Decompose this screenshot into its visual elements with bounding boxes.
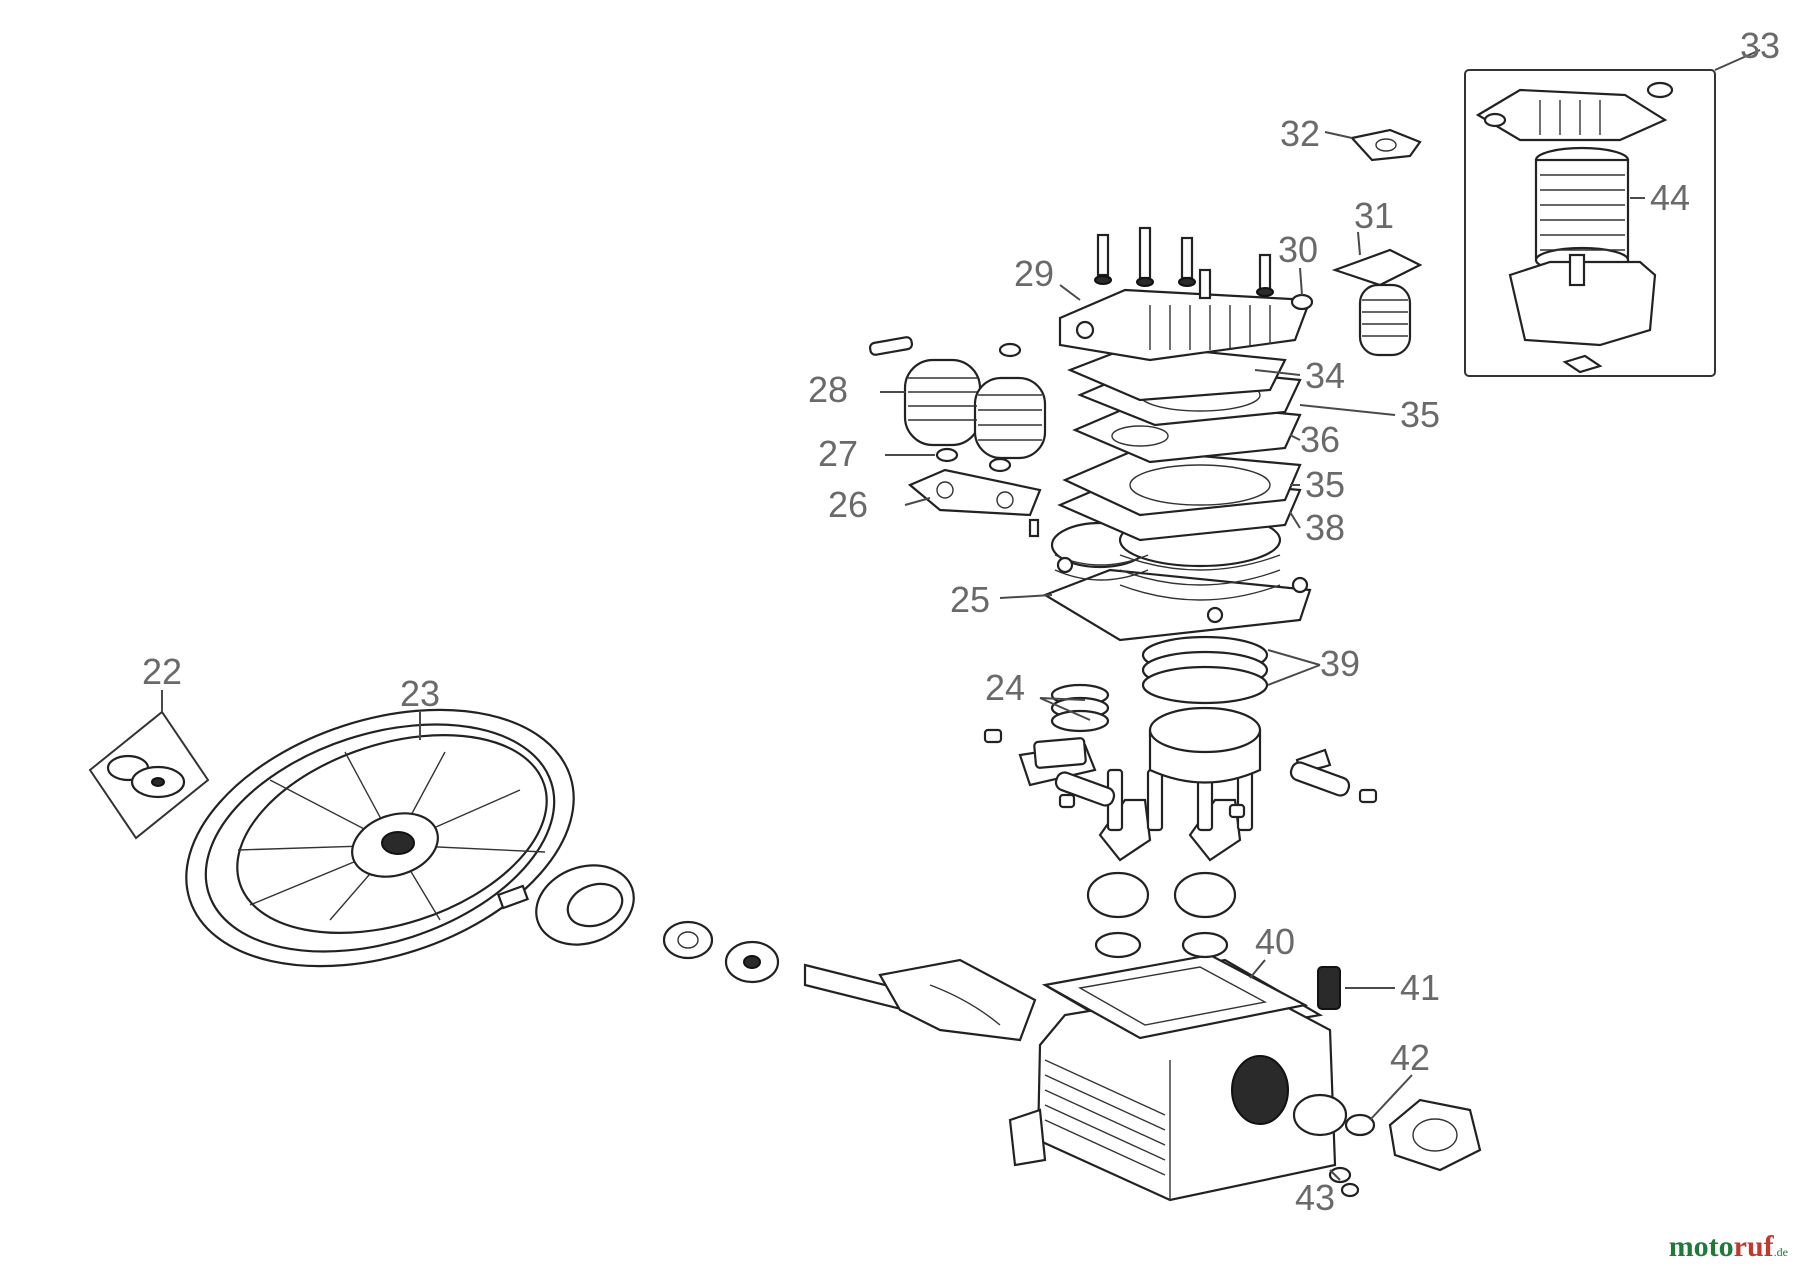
callout-22: 22 <box>142 651 182 692</box>
part-40-gasket <box>1041 953 1309 1040</box>
callout-32: 32 <box>1280 113 1320 154</box>
bearing-housing <box>496 864 780 984</box>
part-25-cylinder-block <box>1042 512 1312 642</box>
callout-36: 36 <box>1300 419 1340 460</box>
part-44-filter-element <box>1534 146 1630 274</box>
callout-30: 30 <box>1278 229 1318 270</box>
part-39-piston-rings-large <box>1141 635 1269 705</box>
callout-26: 26 <box>828 484 868 525</box>
part-30-o-ring <box>1290 293 1314 311</box>
callout-labels: 22 23 24 25 26 27 28 29 30 31 32 33 34 3… <box>142 25 1780 1218</box>
callout-38: 38 <box>1305 507 1345 548</box>
callout-27: 27 <box>818 433 858 474</box>
callout-43: 43 <box>1295 1177 1335 1218</box>
part-27-o-rings <box>935 447 1012 473</box>
leader-lines <box>161 49 1761 1181</box>
part-22-washer-set <box>88 710 210 840</box>
callout-28: 28 <box>808 369 848 410</box>
pistons <box>983 706 1378 819</box>
watermark-suffix: .de <box>1773 1245 1788 1259</box>
part-24-piston-rings-small <box>1050 683 1110 733</box>
connecting-rods <box>1086 768 1254 959</box>
head-bolts <box>1094 226 1274 300</box>
air-filter-base <box>1508 253 1657 374</box>
watermark-logo: motoruf.de <box>1669 1230 1788 1264</box>
callout-33: 33 <box>1740 25 1780 66</box>
part-33-air-filter-assembly <box>1464 69 1716 377</box>
callout-44: 44 <box>1650 177 1690 218</box>
crankshaft <box>803 958 1037 1042</box>
callout-29: 29 <box>1014 253 1054 294</box>
part-32-flange-gasket <box>1349 128 1422 162</box>
part-43-drain-plug <box>1328 1166 1360 1198</box>
callout-24: 24 <box>985 667 1025 708</box>
watermark-part1: moto <box>1668 1230 1734 1263</box>
part-26-manifold <box>907 468 1042 538</box>
callout-42: 42 <box>1390 1037 1430 1078</box>
callout-35-lower: 35 <box>1305 464 1345 505</box>
callout-40: 40 <box>1255 921 1295 962</box>
part-29-cylinder-head <box>1058 288 1312 362</box>
callout-25: 25 <box>950 579 990 620</box>
callout-41: 41 <box>1400 967 1440 1008</box>
callout-35-upper: 35 <box>1400 394 1440 435</box>
part-41-breather-plug <box>1317 966 1341 1010</box>
part-23-flywheel <box>185 708 575 968</box>
part-42-rear-cover <box>1344 1098 1482 1172</box>
callout-39: 39 <box>1320 643 1360 684</box>
callout-34: 34 <box>1305 355 1345 396</box>
part-35-valve-plate-lower <box>1062 448 1302 517</box>
part-31-delivery-pipe <box>1331 248 1423 357</box>
callout-31: 31 <box>1354 195 1394 236</box>
part-28-cooling-fins <box>868 336 1047 460</box>
watermark-part2: ruf <box>1733 1230 1774 1263</box>
callout-23: 23 <box>400 673 440 714</box>
